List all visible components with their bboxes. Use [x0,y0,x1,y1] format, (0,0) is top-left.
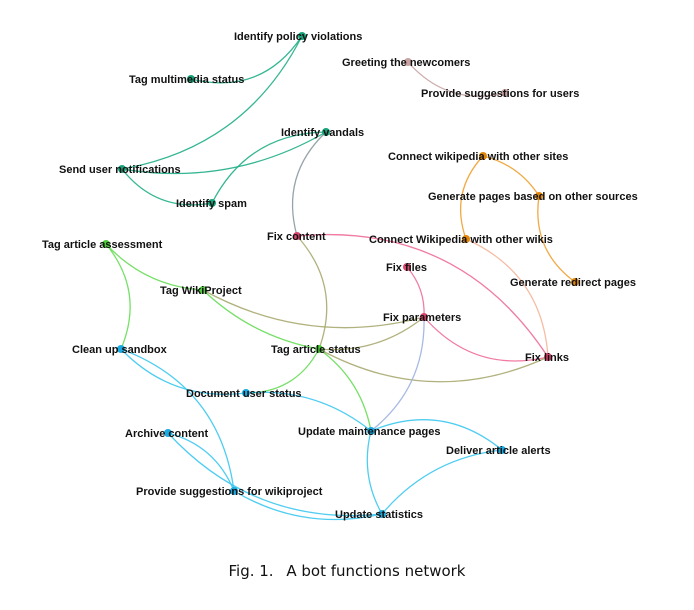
node-label-send-user-notifications: Send user notifications [59,164,181,176]
edge-fix-parameters-to-update-maintenance-pages [370,316,425,432]
edge-connect-wikipedia-wikis-to-fix-links [465,238,549,358]
edge-tag-article-assessment-to-tag-wikiproject [105,243,204,291]
edges-layer [105,35,576,521]
node-fix-parameters [420,313,428,321]
node-generate-redirect-pages [571,278,579,286]
node-label-generate-pages-sources: Generate pages based on other sources [428,191,638,203]
edge-update-maintenance-pages-to-update-statistics [366,430,383,515]
edge-clean-up-sandbox-to-provide-suggestions-wikiproject [120,348,235,492]
node-label-fix-content: Fix content [267,231,326,243]
edge-greeting-newcomers-to-provide-suggestions-users [407,61,506,97]
edge-deliver-article-alerts-to-update-statistics [381,449,503,515]
figure-title: A bot functions network [286,562,466,580]
edge-tag-wikiproject-to-fix-parameters [202,289,425,329]
edge-fix-files-to-fix-parameters [406,266,425,318]
node-label-fix-files: Fix files [386,262,427,274]
edge-send-user-notifications-to-identify-vandals [121,131,327,175]
node-label-greeting-newcomers: Greeting the newcomers [342,57,470,69]
edge-fix-content-to-tag-article-status [296,235,328,350]
edge-update-maintenance-pages-to-deliver-article-alerts [370,419,503,451]
edge-archive-content-to-provide-suggestions-wikiproject [167,432,235,492]
node-label-connect-wikipedia-sites: Connect wikipedia with other sites [388,151,568,163]
node-fix-links [544,353,552,361]
node-label-identify-vandals: Identify vandals [281,127,364,139]
edge-identify-spam-to-identify-vandals [211,131,327,204]
node-archive-content [164,429,172,437]
edge-fix-parameters-to-fix-links [423,316,549,362]
node-label-tag-article-status: Tag article status [271,344,361,356]
node-label-fix-links: Fix links [525,352,569,364]
node-update-statistics [378,510,386,518]
node-deliver-article-alerts [498,446,506,454]
nodes-layer [102,32,579,518]
edge-tag-article-status-to-fix-links [318,348,549,383]
node-update-maintenance-pages [367,427,375,435]
node-tag-article-assessment [102,240,110,248]
node-connect-wikipedia-sites [479,152,487,160]
node-generate-pages-sources [535,192,543,200]
node-label-tag-article-assessment: Tag article assessment [42,239,163,251]
node-identify-policy-violations [298,32,306,40]
node-tag-article-status [315,345,323,353]
node-label-tag-wikiproject: Tag WikiProject [160,285,242,297]
node-fix-files [403,263,411,271]
edge-tag-wikiproject-to-tag-article-status [202,289,320,350]
node-greeting-newcomers [404,58,412,66]
edge-tag-article-status-to-update-maintenance-pages [318,348,372,432]
edge-fix-content-to-fix-links [296,233,549,358]
node-connect-wikipedia-wikis [462,235,470,243]
node-clean-up-sandbox [117,345,125,353]
edge-connect-wikipedia-sites-to-connect-wikipedia-wikis [459,155,484,240]
node-label-clean-up-sandbox: Clean up sandbox [72,344,168,356]
edge-identify-policy-violations-to-send-user-notifications [121,35,303,170]
node-label-identify-policy-violations: Identify policy violations [234,31,362,43]
node-send-user-notifications [118,165,126,173]
edge-archive-content-to-update-statistics [167,432,383,517]
edge-connect-wikipedia-sites-to-generate-pages-sources [482,155,540,197]
figure-number: Fig. 1. [228,562,274,580]
edge-tag-article-assessment-to-clean-up-sandbox [105,243,131,350]
node-label-generate-redirect-pages: Generate redirect pages [510,277,636,289]
edge-tag-article-status-to-fix-parameters [318,316,425,351]
node-label-update-statistics: Update statistics [335,509,423,521]
node-label-deliver-article-alerts: Deliver article alerts [446,445,551,457]
node-provide-suggestions-users [501,89,509,97]
edge-tag-multimedia-status-to-identify-policy-violations [190,35,303,84]
node-label-update-maintenance-pages: Update maintenance pages [298,426,440,438]
edge-provide-suggestions-wikiproject-to-update-statistics [233,490,383,521]
edge-send-user-notifications-to-identify-spam [121,168,213,206]
node-tag-multimedia-status [187,75,195,83]
node-label-identify-spam: Identify spam [176,198,247,210]
node-identify-vandals [322,128,330,136]
edge-clean-up-sandbox-to-document-user-status [120,348,247,395]
node-fix-content [293,232,301,240]
edge-generate-pages-sources-to-generate-redirect-pages [537,195,576,283]
node-label-fix-parameters: Fix parameters [383,312,461,324]
node-tag-wikiproject [199,286,207,294]
node-label-tag-multimedia-status: Tag multimedia status [129,74,244,86]
edge-document-user-status-to-update-maintenance-pages [245,391,372,432]
node-label-provide-suggestions-wikiproject: Provide suggestions for wikiproject [136,486,323,498]
node-label-connect-wikipedia-wikis: Connect Wikipedia with other wikis [369,234,553,246]
edge-identify-vandals-to-fix-content [291,131,327,237]
node-label-document-user-status: Document user status [186,388,302,400]
node-identify-spam [208,199,216,207]
node-provide-suggestions-wikiproject [230,487,238,495]
figure-caption: Fig. 1. A bot functions network [0,562,694,580]
node-label-archive-content: Archive content [125,428,208,440]
node-document-user-status [242,389,250,397]
node-label-provide-suggestions-users: Provide suggestions for users [421,88,579,100]
